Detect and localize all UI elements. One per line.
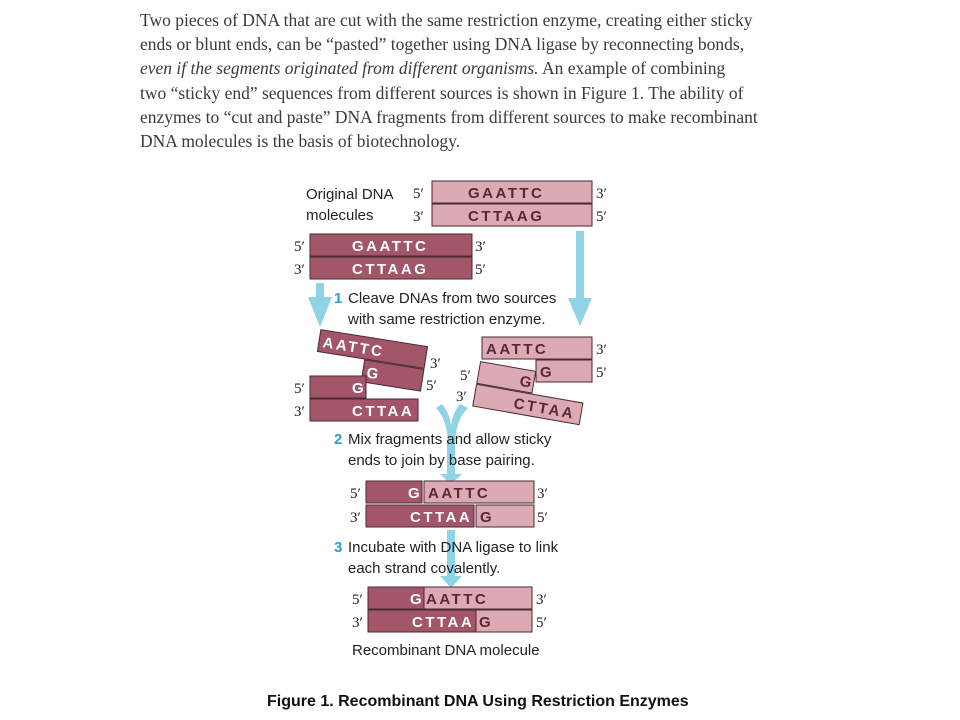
end-label: 5′ <box>536 615 547 631</box>
step1-number: 1 <box>334 290 342 307</box>
figure-caption: Figure 1. Recombinant DNA Using Restrict… <box>267 693 689 710</box>
strand-bottom-light <box>475 609 533 633</box>
arrow-right-step1 <box>568 231 592 326</box>
original-label-line2: molecules <box>306 207 374 224</box>
strand-top <box>481 336 593 360</box>
sequence-g: G <box>479 614 493 631</box>
result-label: Recombinant DNA molecule <box>352 642 540 659</box>
strand-top-light <box>423 480 535 504</box>
original-label-line1: Original DNA <box>306 186 394 203</box>
sequence-g: G <box>410 591 424 608</box>
strand-bottom-dark <box>365 504 475 528</box>
end-label: 3′ <box>413 209 424 225</box>
sequence-g: G <box>540 364 554 381</box>
sequence-aattc: AATTC <box>426 591 488 608</box>
end-label: 3′ <box>536 592 547 608</box>
sequence-aattc: AATTC <box>486 341 548 358</box>
end-label: 5′ <box>537 510 548 526</box>
strand-bottom <box>431 203 593 227</box>
strand-top <box>316 329 429 369</box>
end-label: 5′ <box>475 262 486 278</box>
strand-top <box>476 361 537 394</box>
step2-text-line2: ends to join by base pairing. <box>348 452 535 469</box>
step3-text-line1: Incubate with DNA ligase to link <box>348 539 559 556</box>
source-b-dna: GAATTC CTTAAG 5′ 3′ 3′ 5′ <box>413 180 607 227</box>
fragment-light-right: AATTC G 3′ 5′ G CTTAA 5′ 3′ <box>456 336 607 426</box>
end-label: 3′ <box>475 239 486 255</box>
strand-top-dark <box>365 480 423 504</box>
sequence-g: G <box>408 485 422 502</box>
sequence-top: GAATTC <box>468 185 544 202</box>
end-label: 3′ <box>350 510 361 526</box>
arrow-left-step1 <box>308 283 332 327</box>
sequence-cttaa: CTTAA <box>410 509 472 526</box>
strand-top-light <box>423 586 533 610</box>
strand-bottom-light <box>475 504 535 528</box>
sequence-g: G <box>518 373 535 392</box>
sequence-cttaa: CTTAA <box>352 403 414 420</box>
step3-text-line2: each strand covalently. <box>348 560 500 577</box>
end-label: 5′ <box>426 378 437 394</box>
sequence-g: G <box>365 365 382 384</box>
paragraph-line: even if the segments originated from dif… <box>140 56 800 80</box>
end-label: 3′ <box>596 342 607 358</box>
intro-paragraph: Two pieces of DNA that are cut with the … <box>140 8 800 153</box>
sequence-bottom: CTTAAG <box>468 208 544 225</box>
fragment-dark-left: AATTC G 3′ 5′ G CTTAA 5′ 3′ <box>294 329 441 422</box>
sequence-g: G <box>480 509 494 526</box>
sequence-aattc: AATTC <box>428 485 490 502</box>
end-label: 3′ <box>596 186 607 202</box>
paragraph-line: two “sticky end” sequences from differen… <box>140 82 744 103</box>
sequence-top: GAATTC <box>352 238 428 255</box>
paragraph-line: Two pieces of DNA that are cut with the … <box>140 10 753 30</box>
end-label: 3′ <box>294 262 305 278</box>
arrow-step3 <box>440 530 462 588</box>
end-label: 3′ <box>352 615 363 631</box>
end-label: 3′ <box>456 389 467 405</box>
step1-text-line1: Cleave DNAs from two sources <box>348 290 556 307</box>
step1-text-line2: with same restriction enzyme. <box>347 311 546 328</box>
end-label: 5′ <box>460 368 471 384</box>
strand-top <box>309 375 367 399</box>
end-label: 5′ <box>413 186 424 202</box>
step3-number: 3 <box>334 539 342 556</box>
recombinant-dna: G AATTC CTTAA G 5′ 3′ 3′ 5′ <box>352 586 547 633</box>
strand-top <box>309 233 473 257</box>
sequence-g: G <box>352 380 366 397</box>
strand-bottom <box>309 398 419 422</box>
strand-bottom <box>309 256 473 280</box>
sequence-cttaa: CTTAA <box>412 614 474 631</box>
strand-overhang <box>360 359 425 392</box>
end-label: 3′ <box>537 486 548 502</box>
end-label: 5′ <box>294 239 305 255</box>
paragraph-line: enzymes to “cut and paste” DNA fragments… <box>140 106 758 127</box>
arrow-merge-step2 <box>436 404 468 484</box>
sequence-bottom: CTTAAG <box>352 261 428 278</box>
paragraph-italic: even if the segments originated from dif… <box>140 58 539 79</box>
paragraph-line: ends or blunt ends, can be “pasted” toge… <box>140 34 745 55</box>
end-label: 5′ <box>294 381 305 397</box>
end-label: 5′ <box>352 592 363 608</box>
step2-text-line1: Mix fragments and allow sticky <box>348 431 552 448</box>
source-a-dna: GAATTC CTTAAG 5′ 3′ 3′ 5′ <box>294 233 486 280</box>
end-label: 3′ <box>430 356 441 372</box>
annealed-dna: G AATTC CTTAA G 5′ 3′ 3′ 5′ <box>350 480 548 528</box>
paragraph-line: DNA molecules is the basis of biotechnol… <box>140 131 461 152</box>
strand-top <box>431 180 593 204</box>
step2-number: 2 <box>334 431 342 448</box>
end-label: 3′ <box>294 404 305 420</box>
paragraph-text: An example of combining <box>538 58 726 79</box>
end-label: 5′ <box>596 209 607 225</box>
end-label: 5′ <box>350 486 361 502</box>
end-label: 5′ <box>596 365 607 381</box>
strand-bottom <box>472 383 584 426</box>
